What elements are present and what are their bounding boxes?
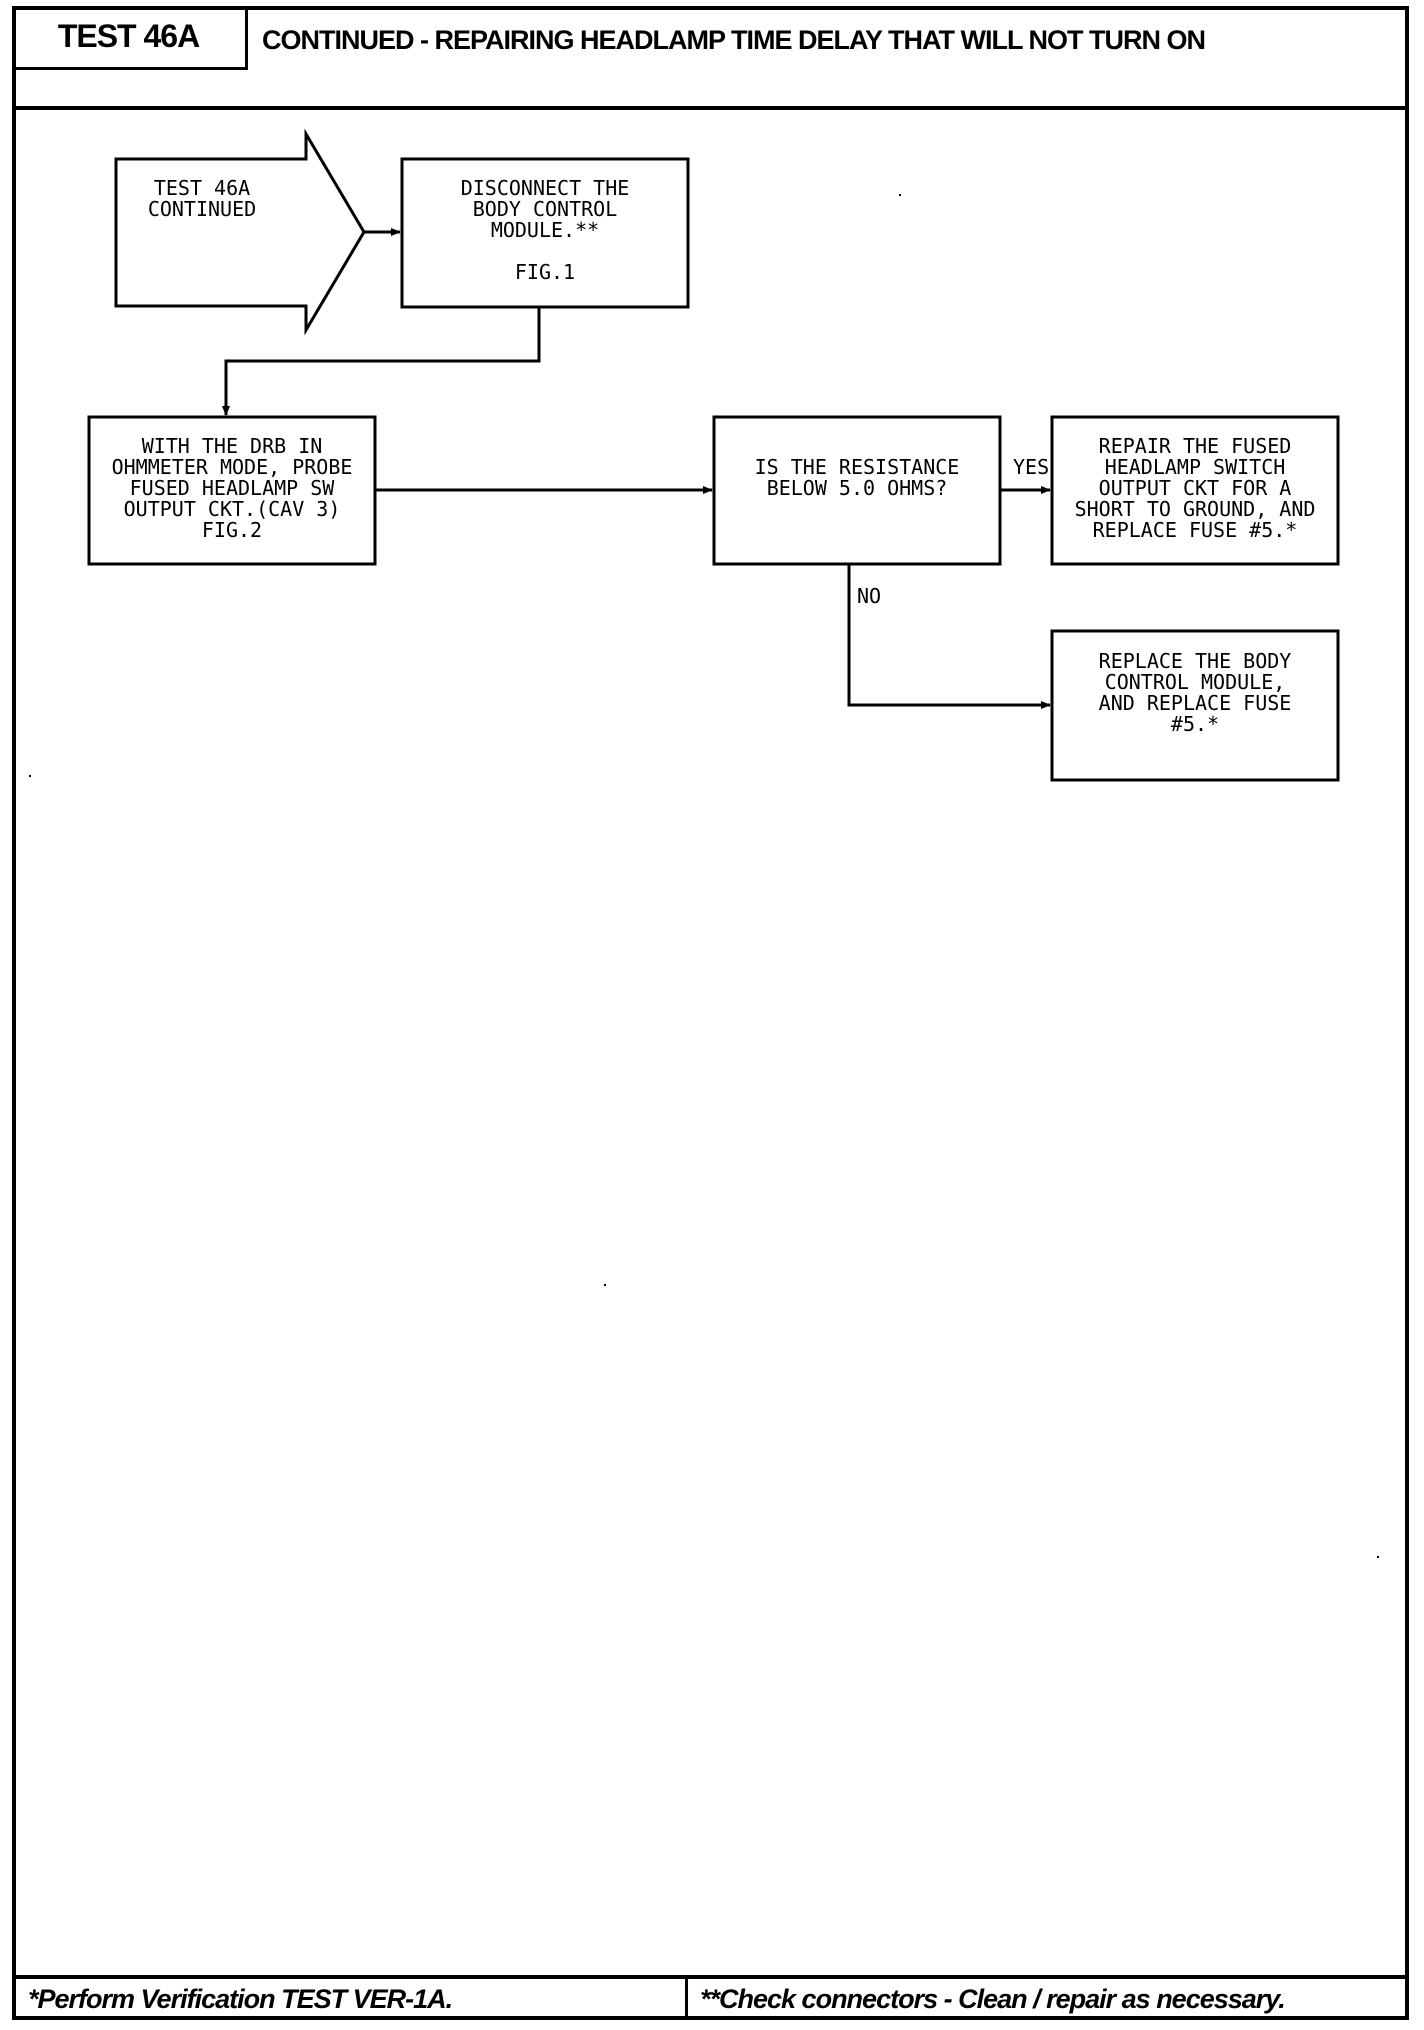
disconnect-text: DISCONNECT THE BODY CONTROL MODULE.** FI… — [460, 176, 630, 284]
footer-divider — [685, 1975, 688, 2020]
header-band — [12, 6, 1409, 110]
scan-speck — [1377, 1556, 1379, 1558]
page-frame — [12, 6, 1409, 2020]
scan-speck — [899, 194, 901, 196]
start-text: TEST 46A CONTINUED — [147, 176, 257, 221]
scan-speck — [29, 775, 31, 777]
result-yes-text: REPAIR THE FUSED HEADLAMP SWITCH OUTPUT … — [1074, 434, 1316, 542]
connector-disconnect-to-probe — [222, 307, 541, 416]
connector-no — [847, 564, 1051, 709]
yes-label: YES — [1013, 455, 1050, 479]
page-title: CONTINUED - REPAIRING HEADLAMP TIME DELA… — [262, 24, 1206, 55]
probe-text: WITH THE DRB IN OHMMETER MODE, PROBE FUS… — [111, 434, 353, 542]
no-label: NO — [857, 584, 882, 608]
result-no-box — [1050, 629, 1340, 782]
footnote-double-asterisk: **Check connectors - Clean / repair as n… — [700, 1983, 1286, 2014]
footnote-single-asterisk: *Perform Verification TEST VER-1A. — [28, 1983, 453, 2014]
decision-text: IS THE RESISTANCE BELOW 5.0 OHMS? — [754, 455, 960, 500]
result-no-text: REPLACE THE BODY CONTROL MODULE, AND REP… — [1098, 649, 1292, 736]
scan-speck — [604, 1284, 606, 1286]
start-arrow-shape — [114, 128, 366, 336]
footer-band — [12, 1975, 1409, 2020]
disconnect-box — [400, 157, 690, 309]
test-id: TEST 46A — [12, 6, 248, 70]
result-yes-box — [1050, 415, 1340, 566]
